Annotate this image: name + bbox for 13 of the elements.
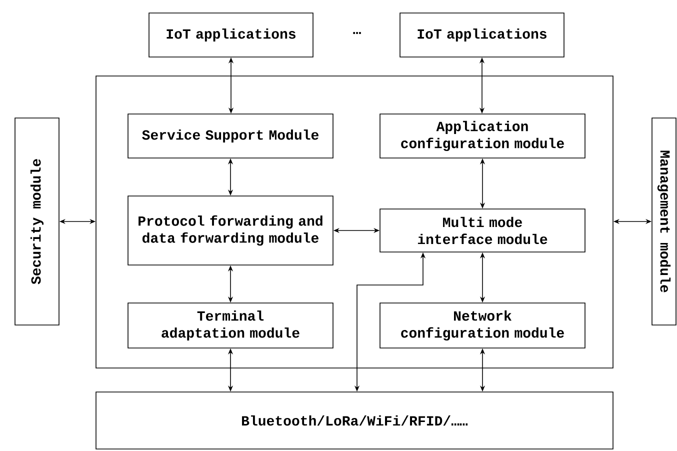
module-box: Multi mode interface module xyxy=(380,208,586,252)
network-layer-box: Bluetooth/LoRa/WiFi/RFID/…… xyxy=(96,392,614,450)
application-box: IoT applications xyxy=(400,12,564,58)
module-box: Protocol forwarding and data forwarding module xyxy=(128,196,334,266)
module-box: Service Support Module xyxy=(128,114,334,158)
application-box: IoT applications xyxy=(148,12,314,58)
ellipsis-label: … xyxy=(353,32,361,34)
module-box: Network configuration module xyxy=(380,302,586,348)
module-box: Application configuration module xyxy=(380,114,586,158)
side-module-box: Management module xyxy=(652,118,676,326)
side-module-box: Security module xyxy=(14,118,60,326)
platform-frame xyxy=(96,76,614,368)
module-box: Terminal adaptation module xyxy=(128,302,334,348)
